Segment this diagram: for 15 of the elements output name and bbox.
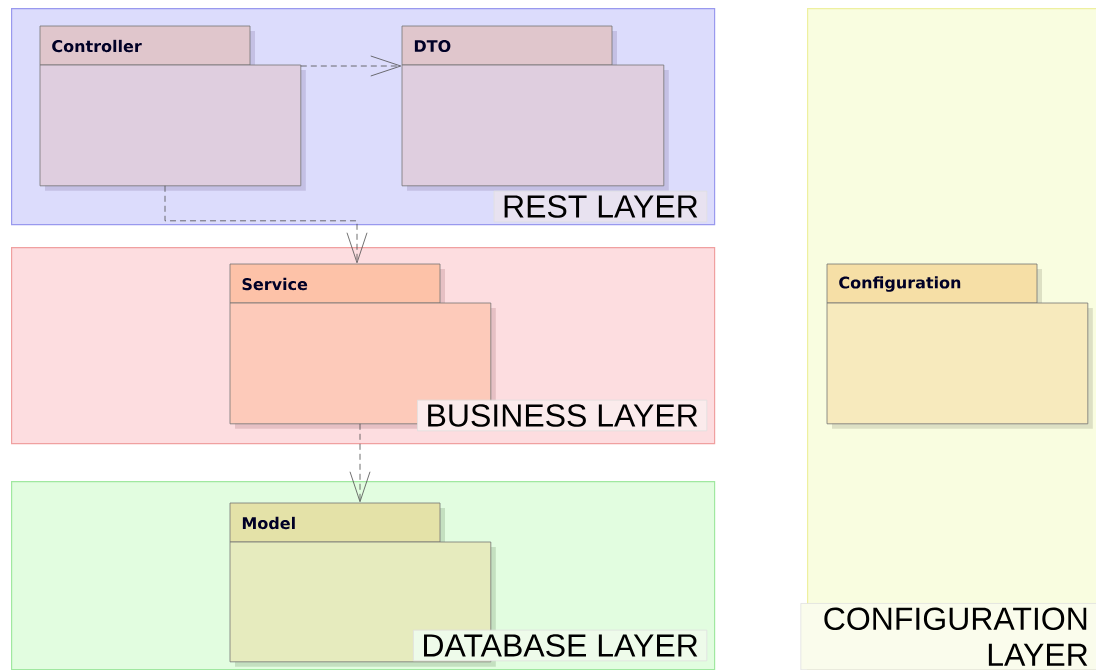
layer-label: REST LAYER [493, 190, 708, 223]
node-label: Service [242, 277, 308, 291]
dependency-arrow [164, 185, 368, 264]
dependency-arrow [349, 423, 371, 503]
layer-label: BUSINESS LAYER [417, 399, 708, 432]
node-label: Configuration [839, 276, 961, 292]
layer-label: DATABASE LAYER [413, 629, 708, 662]
node-label: DTO [414, 39, 451, 53]
dependency-arrow [300, 55, 402, 77]
node-label: Model [242, 516, 295, 530]
package-box: DTO [401, 25, 669, 191]
node-label: Controller [52, 39, 142, 53]
package-box: Configuration [826, 263, 1093, 429]
layer-label: CONFIGURATION LAYER [800, 603, 1096, 670]
package-box: Controller [39, 25, 306, 191]
